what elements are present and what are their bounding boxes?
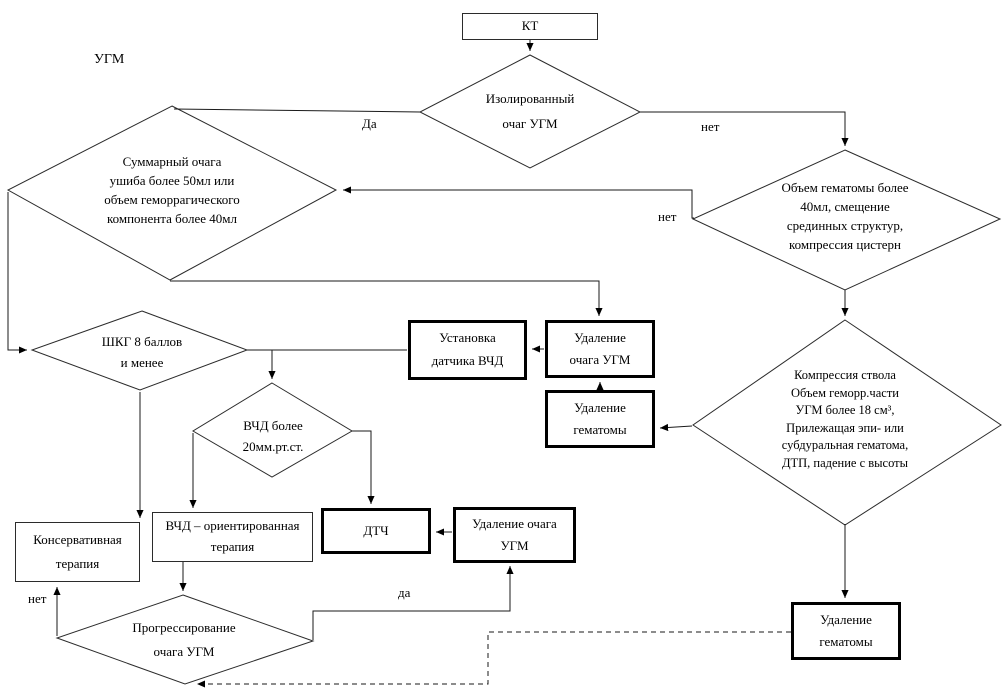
label-hematoma-line3: срединных структур, (786, 218, 904, 233)
label-icp-high-line1: ВЧД более (243, 418, 303, 433)
label-brainstem-line3: УГМ более 18 см³, (795, 403, 895, 417)
edge-label-da-top: Да (362, 116, 377, 131)
node-dtch: ДТЧ (321, 508, 431, 554)
label-summary-line4: компонента более 40мл (106, 211, 238, 226)
node-icp-therapy-line1: ВЧД – ориентированная (165, 518, 300, 534)
node-icp-sensor-line1: Установка (439, 330, 496, 346)
edge-isolated-da-to-summary (173, 108, 421, 113)
edge-progression-da-to-remove-ugm-bottom (312, 566, 514, 640)
node-kt: КТ (462, 13, 598, 40)
diamond-gcs (30, 310, 249, 391)
label-brainstem-compression: Компрессия ствола Объем геморр.части УГМ… (733, 367, 957, 472)
node-remove-hematoma-bottom: Удаление гематомы (791, 602, 901, 660)
label-summary-line2: ушиба более 50мл или (109, 173, 235, 188)
diamond-icp-high (192, 382, 353, 478)
edge-hematoma-net-to-summary (343, 186, 694, 219)
label-icp-high: ВЧД более 20мм.рт.ст. (198, 415, 348, 457)
label-hematoma-line1: Объем гематомы более (781, 180, 909, 195)
node-kt-label: КТ (521, 18, 539, 34)
node-icp-therapy-line2: терапия (210, 539, 255, 555)
label-hematoma-volume: Объем гематомы более 40мл, смещение сред… (733, 178, 957, 254)
diagram-title: УГМ (94, 52, 125, 67)
label-summary-volume: Суммарный очага ушиба более 50мл или объ… (58, 152, 286, 228)
label-gcs-line2: и менее (120, 355, 164, 370)
label-gcs: ШКГ 8 баллов и менее (62, 331, 222, 373)
edge-label-da-bottom: да (398, 585, 411, 600)
node-remove-ugm-mid-line2: очага УГМ (569, 351, 631, 367)
edge-label-net-bottom: нет (28, 591, 47, 606)
edge-summary-to-remove-ugm (170, 280, 603, 316)
label-isolated-line2: очаг УГМ (502, 116, 558, 131)
node-remove-hematoma-bottom-line2: гематомы (819, 633, 873, 649)
edge-label-net-mid: нет (658, 209, 677, 224)
node-remove-ugm-bottom-line2: УГМ (500, 537, 529, 553)
edge-summary-to-gcs (7, 192, 27, 354)
edge-isolated-net-to-hematoma (640, 111, 849, 146)
node-remove-hematoma-mid-line2: гематомы (573, 421, 627, 437)
edge-icp-high-to-dtch (352, 430, 375, 504)
label-progression-line1: Прогрессирование (132, 620, 236, 635)
node-icp-oriented-therapy: ВЧД – ориентированная терапия (152, 512, 313, 562)
label-isolated-ugm: Изолированный очаг УГМ (430, 86, 630, 136)
node-conservative-therapy: Консервативная терапия (15, 522, 140, 582)
label-brainstem-line5: субдуральная гематома, (781, 438, 909, 452)
node-icp-sensor-line2: датчика ВЧД (431, 353, 504, 369)
label-summary-line3: объем геморрагического (104, 192, 240, 207)
node-conservative-line2: терапия (55, 555, 100, 571)
label-isolated-line1: Изолированный (485, 91, 575, 106)
edge-brainstem-to-remove-hematoma (659, 423, 693, 432)
node-dtch-label: ДТЧ (363, 522, 389, 538)
label-gcs-line1: ШКГ 8 баллов (101, 334, 183, 349)
label-hematoma-line2: 40мл, смещение (800, 199, 890, 214)
diamond-progression (55, 594, 315, 685)
edge-dashed-remove-hematoma-to-progression (197, 631, 791, 688)
label-brainstem-line4: Прилежащая эпи- или (786, 420, 904, 435)
node-conservative-line1: Консервативная (33, 531, 122, 547)
label-progression: Прогрессирование очага УГМ (78, 616, 290, 664)
edge-label-net-top: нет (701, 119, 720, 134)
node-remove-ugm-mid-line1: Удаление (574, 329, 626, 345)
label-icp-high-line2: 20мм.рт.ст. (242, 439, 304, 454)
node-remove-hematoma-mid-line1: Удаление (574, 399, 626, 415)
node-remove-hematoma-mid: Удаление гематомы (545, 390, 655, 448)
diamond-summary-volume (6, 105, 338, 281)
node-remove-ugm-bottom-line1: Удаление очага (472, 516, 557, 532)
node-remove-hematoma-bottom-line1: Удаление (820, 611, 872, 627)
label-hematoma-line4: компрессия цистерн (788, 237, 901, 252)
label-brainstem-line1: Компрессия ствола (794, 368, 896, 382)
label-brainstem-line2: Объем геморр.части (791, 385, 899, 400)
label-summary-line1: Суммарный очага (122, 154, 222, 169)
node-remove-ugm-mid: Удаление очага УГМ (545, 320, 655, 378)
node-remove-ugm-bottom: Удаление очага УГМ (453, 507, 576, 563)
label-progression-line2: очага УГМ (153, 644, 215, 659)
diamond-isolated-ugm (418, 54, 642, 169)
node-icp-sensor: Установка датчика ВЧД (408, 320, 527, 380)
label-brainstem-line6: ДТП, падение с высоты (781, 455, 909, 470)
